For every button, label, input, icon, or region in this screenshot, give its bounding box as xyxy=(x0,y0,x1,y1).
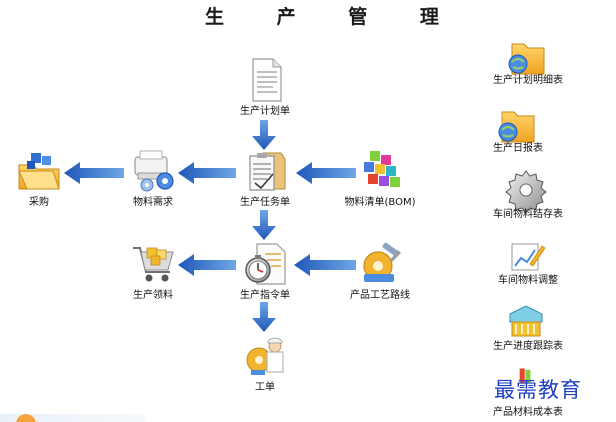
production-order-node[interactable]: 生产指令单 xyxy=(215,240,315,318)
production-picking-node[interactable]: 生产领料 xyxy=(103,240,203,318)
arrow-left-bom-to-task xyxy=(296,162,356,184)
report-workshop-inventory[interactable]: 车间物料结存表 xyxy=(473,168,583,232)
report-progress-tracking[interactable]: 生产进度跟踪表 xyxy=(473,300,583,364)
purchase-node[interactable]: 采购 xyxy=(0,147,89,225)
purchase-folder-icon xyxy=(18,153,60,190)
arrow-down-plan-to-task xyxy=(252,120,276,150)
production-task-label: 生产任务单 xyxy=(240,197,290,208)
production-plan-label: 生产计划单 xyxy=(240,106,290,117)
bottom-left-bar xyxy=(0,414,145,422)
material-demand-node[interactable]: 物料需求 xyxy=(103,147,203,225)
report-plan-detail[interactable]: 生产计划明细表 xyxy=(473,34,583,98)
arrow-left-demand-to-purchase xyxy=(64,162,124,184)
building-icon xyxy=(509,305,543,337)
books-icon xyxy=(519,368,531,383)
folder-globe-icon xyxy=(508,43,545,75)
production-task-node[interactable]: 生产任务单 xyxy=(215,147,315,225)
gear-icon xyxy=(505,170,547,212)
report-workshop-inventory-label: 车间物料结存表 xyxy=(493,209,563,220)
printer-gear-icon xyxy=(134,150,174,192)
colored-cubes-icon xyxy=(364,151,400,187)
production-picking-label: 生产领料 xyxy=(133,290,173,301)
work-order-label: 工单 xyxy=(255,382,275,393)
report-workshop-adjust[interactable]: 车间物料调整 xyxy=(473,234,583,298)
arrow-left-order-to-picking xyxy=(178,254,236,276)
report-daily[interactable]: 生产日报表 xyxy=(463,102,573,166)
report-daily-label: 生产日报表 xyxy=(493,143,543,154)
worker-gear-icon xyxy=(246,337,284,375)
report-workshop-adjust-label: 车间物料调整 xyxy=(498,275,558,286)
edit-chart-icon xyxy=(511,243,546,271)
work-order-node[interactable]: 工单 xyxy=(215,332,315,410)
production-order-label: 生产指令单 xyxy=(240,290,290,301)
arrow-left-route-to-order xyxy=(294,254,356,276)
report-progress-tracking-label: 生产进度跟踪表 xyxy=(493,341,563,352)
purchase-label: 采购 xyxy=(29,197,49,208)
report-plan-detail-label: 生产计划明细表 xyxy=(493,75,563,86)
folder-globe-icon xyxy=(498,111,535,143)
material-demand-label: 物料需求 xyxy=(133,197,173,208)
bom-node[interactable]: 物料清单(BOM) xyxy=(330,147,430,225)
shopping-cart-icon xyxy=(133,247,174,282)
arrow-left-task-to-demand xyxy=(178,162,236,184)
report-material-cost[interactable]: 产品材料成本表 xyxy=(473,366,583,422)
arrow-down-order-to-workorder xyxy=(252,302,276,332)
report-material-cost-label: 产品材料成本表 xyxy=(493,407,563,418)
stopwatch-document-icon xyxy=(245,243,286,285)
process-route-label: 产品工艺路线 xyxy=(350,290,410,301)
tools-gear-icon xyxy=(363,242,401,282)
document-icon xyxy=(252,58,282,102)
process-route-node[interactable]: 产品工艺路线 xyxy=(330,240,430,318)
clipboard-folder-icon xyxy=(249,152,286,191)
bom-label: 物料清单(BOM) xyxy=(344,197,416,208)
bottom-left-orange-icon xyxy=(16,414,36,422)
page-title: 生 产 管 理 xyxy=(205,6,462,28)
arrow-down-task-to-order xyxy=(252,210,276,240)
production-plan-node[interactable]: 生产计划单 xyxy=(215,56,315,134)
watermark-text: 最需教育 xyxy=(494,378,582,402)
